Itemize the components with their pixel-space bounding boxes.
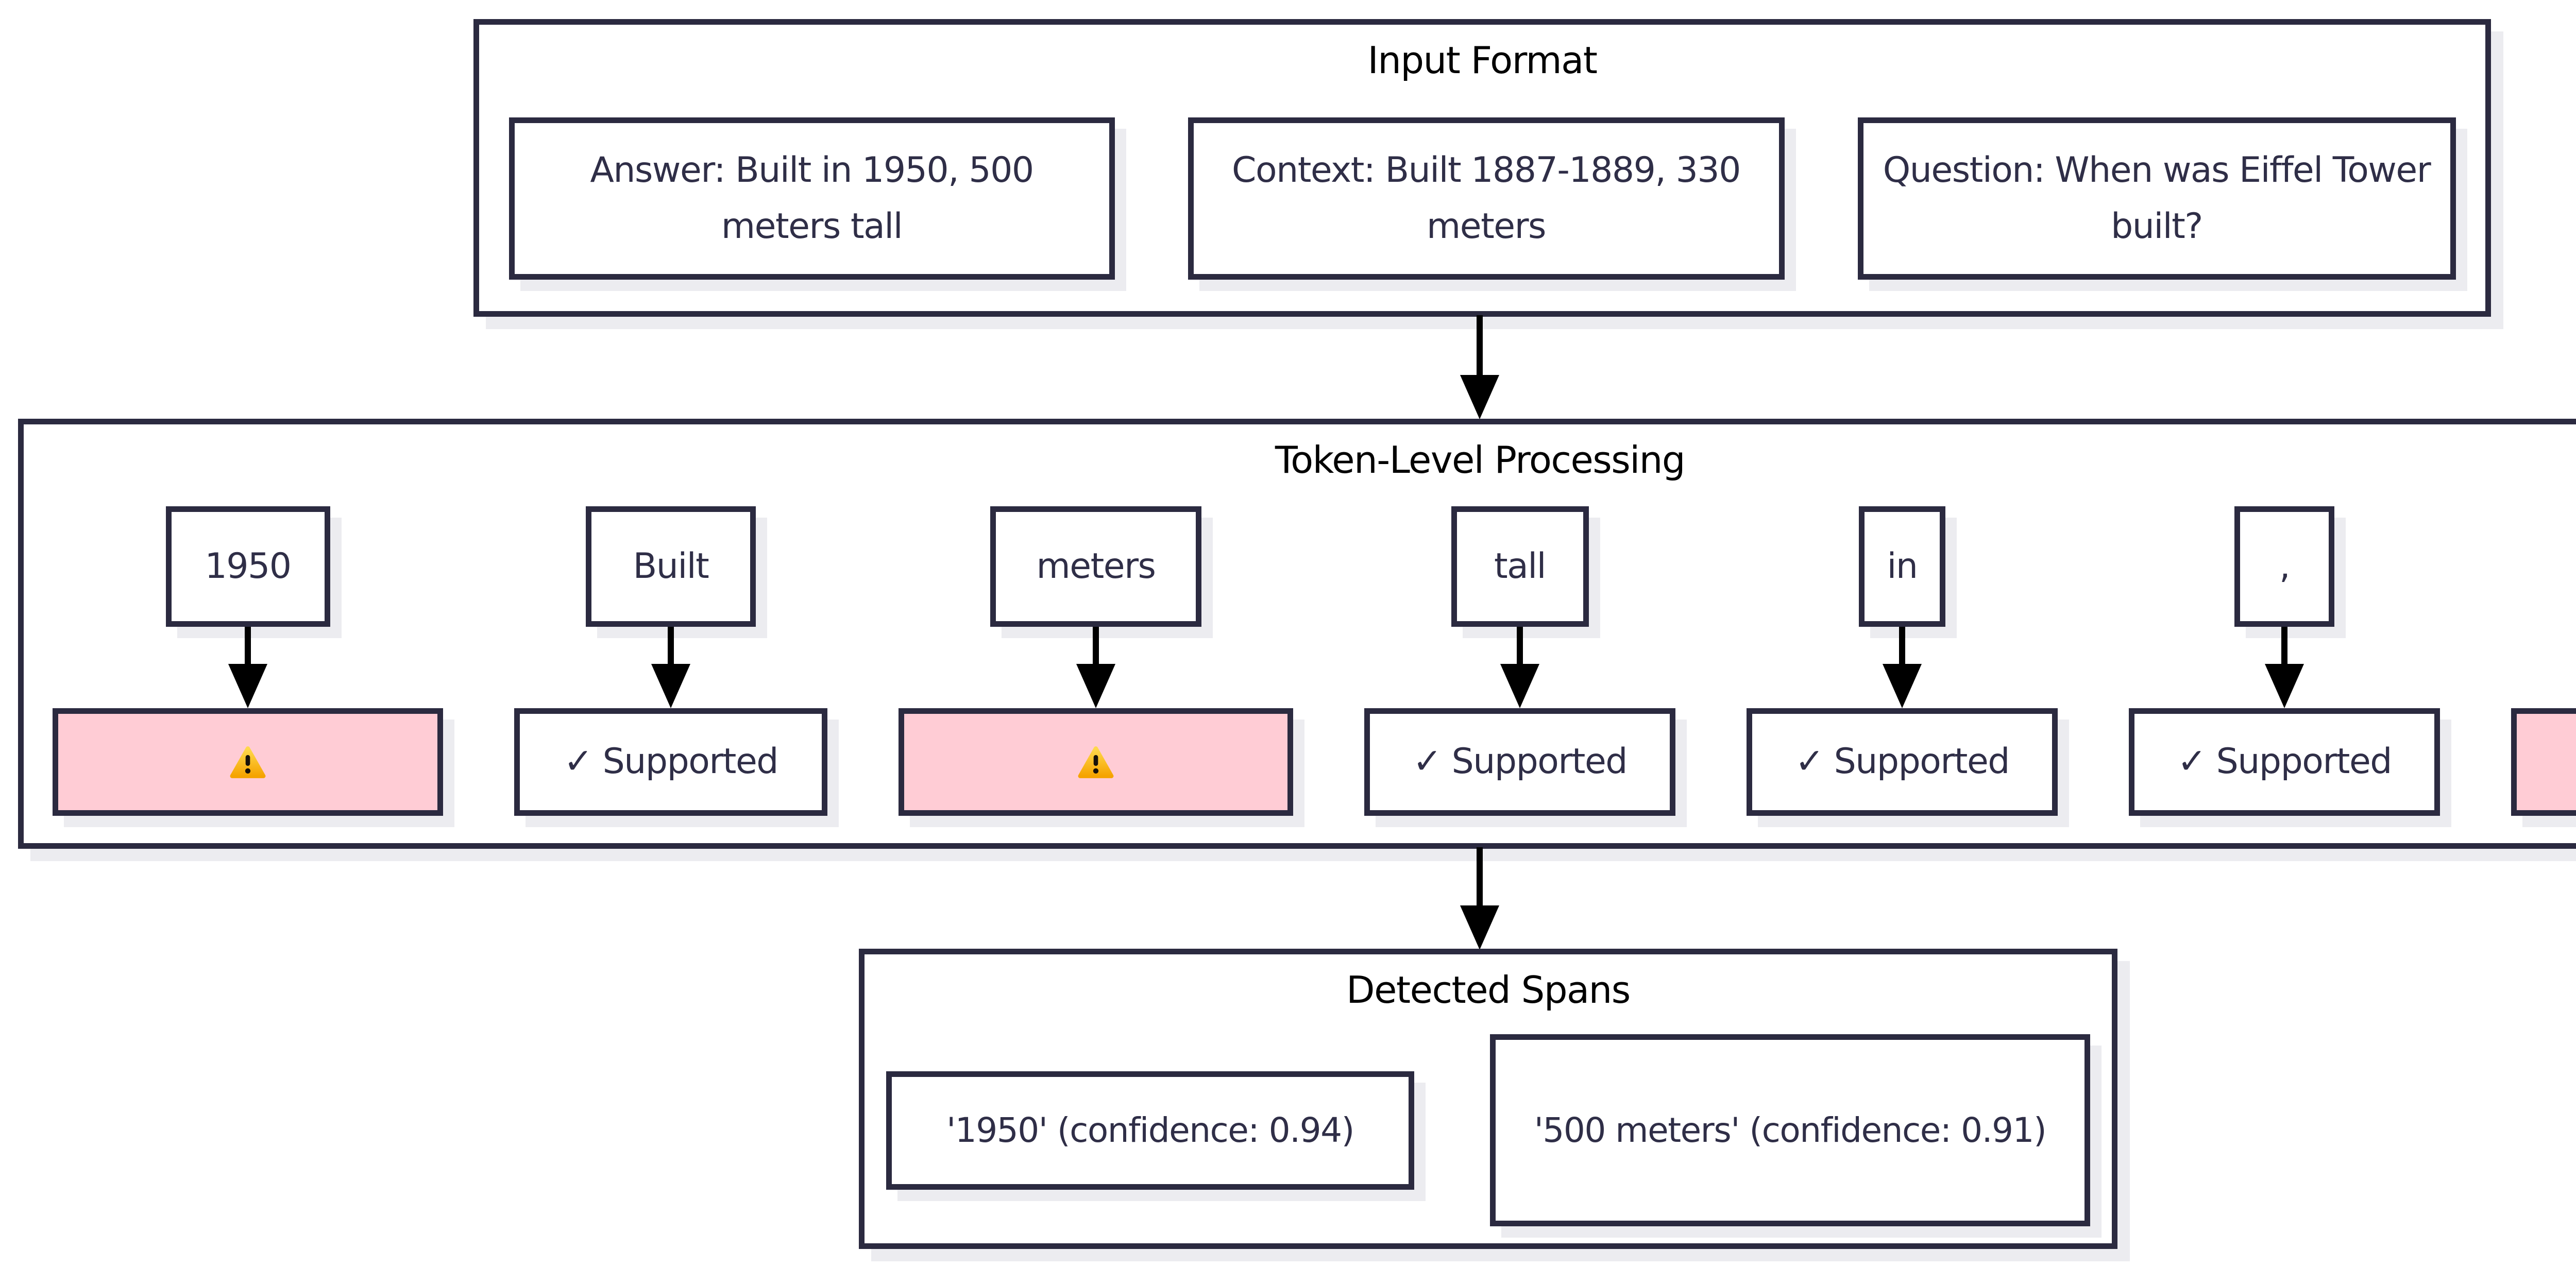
token-node-built: Built bbox=[586, 506, 756, 627]
arrowhead-down-icon bbox=[1883, 664, 1922, 708]
status-node-supported: ✓ Supported bbox=[1747, 708, 2058, 816]
arrow-token-to-detected bbox=[1460, 847, 1499, 950]
arrow-shaft bbox=[1517, 627, 1523, 664]
token-label: Built bbox=[633, 545, 709, 587]
token-node-1950: 1950 bbox=[165, 506, 330, 627]
status-node-warning bbox=[53, 708, 443, 816]
arrow-token-to-status bbox=[1883, 627, 1922, 708]
detected-spans-title: Detected Spans bbox=[1346, 968, 1631, 1012]
warning-icon bbox=[1078, 746, 1114, 778]
detected-spans-row: '1950' (confidence: 0.94) '500 meters' (… bbox=[865, 1016, 2112, 1244]
token-column-tall: tall ✓ Supported bbox=[1364, 506, 1675, 816]
arrow-shaft bbox=[2281, 627, 2287, 664]
arrow-token-to-status bbox=[1076, 627, 1115, 708]
token-label: in bbox=[1887, 545, 1919, 587]
detected-spans-group: Detected Spans '1950' (confidence: 0.94)… bbox=[859, 949, 2117, 1249]
status-node-supported: ✓ Supported bbox=[514, 708, 827, 816]
span-label: '1950' (confidence: 0.94) bbox=[946, 1110, 1354, 1150]
arrowhead-down-icon bbox=[1460, 905, 1499, 950]
token-label: , bbox=[2279, 545, 2291, 587]
span-node-1950: '1950' (confidence: 0.94) bbox=[886, 1071, 1414, 1190]
supported-label: ✓ Supported bbox=[1413, 741, 1628, 782]
status-node-supported: ✓ Supported bbox=[2129, 708, 2440, 816]
arrow-token-to-status bbox=[651, 627, 690, 708]
warning-icon bbox=[230, 746, 266, 778]
input-format-group: Input Format Answer: Built in 1950, 500 … bbox=[473, 19, 2491, 317]
supported-label: ✓ Supported bbox=[564, 741, 778, 782]
status-node-warning bbox=[2511, 708, 2576, 816]
arrowhead-down-icon bbox=[1460, 375, 1499, 419]
supported-label: ✓ Supported bbox=[1795, 741, 2010, 782]
arrow-shaft bbox=[1477, 847, 1483, 905]
input-node-context: Context: Built 1887-1889, 330 meters bbox=[1188, 117, 1785, 280]
token-node-meters: meters bbox=[990, 506, 1201, 627]
input-node-answer: Answer: Built in 1950, 500 meters tall bbox=[509, 117, 1115, 280]
token-label: tall bbox=[1494, 545, 1547, 587]
arrow-token-to-status bbox=[2265, 627, 2304, 708]
token-column-in: in ✓ Supported bbox=[1747, 506, 2058, 816]
token-column-built: Built ✓ Supported bbox=[514, 506, 827, 816]
arrow-token-to-status bbox=[1500, 627, 1539, 708]
token-processing-title: Token-Level Processing bbox=[1275, 438, 1686, 482]
status-node-warning bbox=[899, 708, 1293, 816]
token-processing-group: Token-Level Processing 1950 bbox=[18, 419, 2576, 849]
arrow-shaft bbox=[1093, 627, 1099, 664]
input-node-question: Question: When was Eiffel Tower built? bbox=[1857, 117, 2456, 280]
input-node-question-label: Question: When was Eiffel Tower built? bbox=[1883, 149, 2431, 247]
arrowhead-down-icon bbox=[1076, 664, 1115, 708]
token-label: meters bbox=[1036, 545, 1156, 587]
input-node-context-label: Context: Built 1887-1889, 330 meters bbox=[1232, 149, 1741, 247]
status-node-supported: ✓ Supported bbox=[1364, 708, 1675, 816]
token-node-comma: , bbox=[2234, 506, 2334, 627]
token-column-1950: 1950 bbox=[53, 506, 443, 816]
arrow-shaft bbox=[1477, 315, 1483, 375]
arrow-token-to-status bbox=[228, 627, 267, 708]
input-format-nodes-row: Answer: Built in 1950, 500 meters tall C… bbox=[479, 117, 2485, 280]
arrow-shaft bbox=[1899, 627, 1905, 664]
arrowhead-down-icon bbox=[1500, 664, 1539, 708]
supported-label: ✓ Supported bbox=[2177, 741, 2392, 782]
token-node-tall: tall bbox=[1451, 506, 1589, 627]
span-label: '500 meters' (confidence: 0.91) bbox=[1534, 1110, 2047, 1150]
span-node-500-meters: '500 meters' (confidence: 0.91) bbox=[1490, 1034, 2090, 1226]
token-label: 1950 bbox=[205, 545, 292, 587]
arrow-shaft bbox=[668, 627, 674, 664]
token-columns-row: 1950 bbox=[24, 506, 2576, 816]
token-node-in: in bbox=[1859, 506, 1945, 627]
arrow-input-to-token bbox=[1460, 315, 1499, 419]
arrowhead-down-icon bbox=[228, 664, 267, 708]
input-format-title: Input Format bbox=[1367, 39, 1598, 82]
token-column-500: 500 bbox=[2511, 506, 2576, 816]
token-column-meters: meters bbox=[899, 506, 1293, 816]
arrowhead-down-icon bbox=[2265, 664, 2304, 708]
input-node-answer-label: Answer: Built in 1950, 500 meters tall bbox=[590, 149, 1034, 247]
arrowhead-down-icon bbox=[651, 664, 690, 708]
token-column-comma: , ✓ Supported bbox=[2129, 506, 2440, 816]
arrow-shaft bbox=[245, 627, 251, 664]
